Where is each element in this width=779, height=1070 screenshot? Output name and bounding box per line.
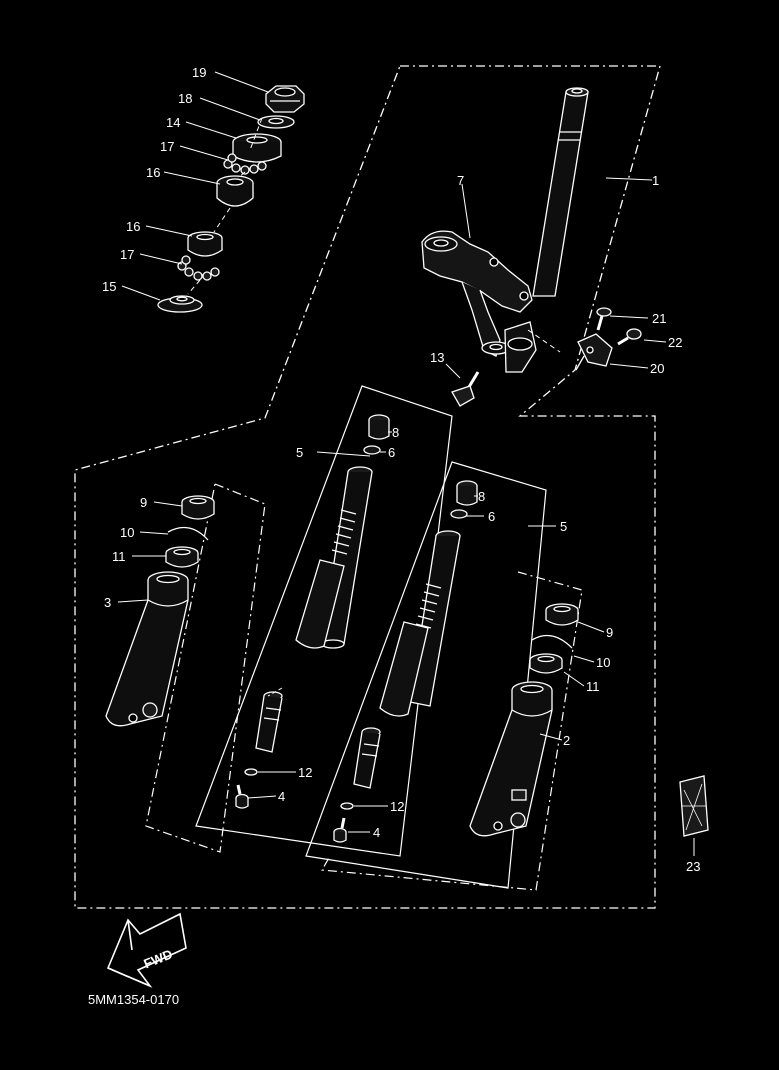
callout-fork-group-right: 5 <box>560 519 567 534</box>
forward-arrow <box>106 912 187 988</box>
bracket-bolt-22 <box>617 328 642 346</box>
callout-fork-group-left: 5 <box>296 445 303 460</box>
inner-tube-right <box>333 480 478 843</box>
assembly-boundary <box>74 65 661 909</box>
callout-race-lower: 16 <box>126 219 140 234</box>
callout-washer-right: 12 <box>390 799 404 814</box>
right-fork-leg <box>469 603 579 837</box>
left-fork-leg <box>105 495 215 727</box>
cap-bolt-right <box>456 480 478 506</box>
bearing-race-upper <box>216 175 254 207</box>
callout-o-ring-right: 6 <box>488 509 495 524</box>
oil-seal-right <box>529 653 563 674</box>
left-fork-leg-boundary <box>145 483 266 853</box>
fork-tube-right <box>379 621 429 717</box>
ball-bearing-upper <box>223 153 267 175</box>
copper-washer-right <box>340 802 354 810</box>
callout-ball-upper: 17 <box>160 139 174 154</box>
callout-bearing-cover: 14 <box>166 115 180 130</box>
cap-bolt-left <box>368 414 390 440</box>
callout-washer-top: 18 <box>178 91 192 106</box>
bearing-race-lower <box>187 231 223 257</box>
outer-tube-right <box>469 681 553 837</box>
inner-tube-group-left-boundary <box>195 385 453 857</box>
dust-seal-right <box>545 603 579 626</box>
callout-bracket-bolt-22: 22 <box>668 335 682 350</box>
drain-bolt-right <box>333 817 347 843</box>
circlip-left <box>167 526 209 541</box>
callout-oil-seal-right: 11 <box>586 679 600 694</box>
o-ring-right <box>450 509 468 519</box>
bearing-cover <box>232 133 282 163</box>
callout-cap-bolt-right: 8 <box>478 489 485 504</box>
dust-seal <box>157 295 203 313</box>
callout-ring-nut: 19 <box>192 65 206 80</box>
callout-outer-tube-right: 2 <box>563 733 570 748</box>
steering-stem <box>532 87 589 297</box>
callout-bracket-bolt-21: 21 <box>652 311 666 326</box>
cylinder-right <box>353 727 381 789</box>
callout-circlip-left: 10 <box>120 525 134 540</box>
callout-drain-bolt-left: 4 <box>278 789 285 804</box>
oil-seal-left <box>165 546 199 568</box>
damper-rod-right <box>409 530 461 707</box>
callout-ball-lower: 17 <box>120 247 134 262</box>
callout-under-bracket: 7 <box>457 173 464 188</box>
drain-bolt-left <box>235 784 249 809</box>
inner-tube-left <box>235 414 390 809</box>
callout-pinch-bolt: 13 <box>430 350 444 365</box>
callout-washer-left: 12 <box>298 765 312 780</box>
callout-circlip-right: 10 <box>596 655 610 670</box>
bracket-bolt-21 <box>596 307 612 331</box>
under-bracket <box>421 230 561 373</box>
callout-labels: 1 2 3 4 4 5 5 6 6 7 8 8 9 9 10 10 11 11 … <box>102 65 700 874</box>
right-fork-leg-boundary <box>321 571 583 891</box>
callout-outer-tube-left: 3 <box>104 595 111 610</box>
callout-hose-bracket: 20 <box>650 361 664 376</box>
diagram-code: 5MM1354-0170 <box>88 992 179 1007</box>
ball-bearing-lower <box>177 255 220 281</box>
copper-washer-left <box>244 768 258 776</box>
fork-tube-left <box>295 559 345 649</box>
pinch-bolt <box>451 371 480 407</box>
callout-stem: 1 <box>652 173 659 188</box>
callout-oil-seal-left: 11 <box>112 549 126 564</box>
callout-label: 23 <box>686 859 700 874</box>
callout-o-ring-left: 6 <box>388 445 395 460</box>
hose-bracket <box>575 333 613 371</box>
outer-tube-left <box>105 571 189 727</box>
steering-bearing-stack <box>157 85 305 313</box>
callout-dust-seal-left: 9 <box>140 495 147 510</box>
caution-label <box>679 775 709 837</box>
steering-stem-assembly <box>421 87 642 407</box>
ring-nut <box>265 85 305 113</box>
circlip-right <box>531 634 573 649</box>
callout-dust-seal: 15 <box>102 279 116 294</box>
callout-race-upper: 16 <box>146 165 160 180</box>
callout-dust-seal-right: 9 <box>606 625 613 640</box>
inner-tube-group-right-boundary <box>305 461 547 889</box>
o-ring-left <box>363 445 381 455</box>
dust-seal-left <box>181 495 215 520</box>
leader-lines <box>117 71 695 856</box>
callout-drain-bolt-right: 4 <box>373 825 380 840</box>
callout-cap-bolt-left: 8 <box>392 425 399 440</box>
cylinder-left <box>255 691 283 753</box>
